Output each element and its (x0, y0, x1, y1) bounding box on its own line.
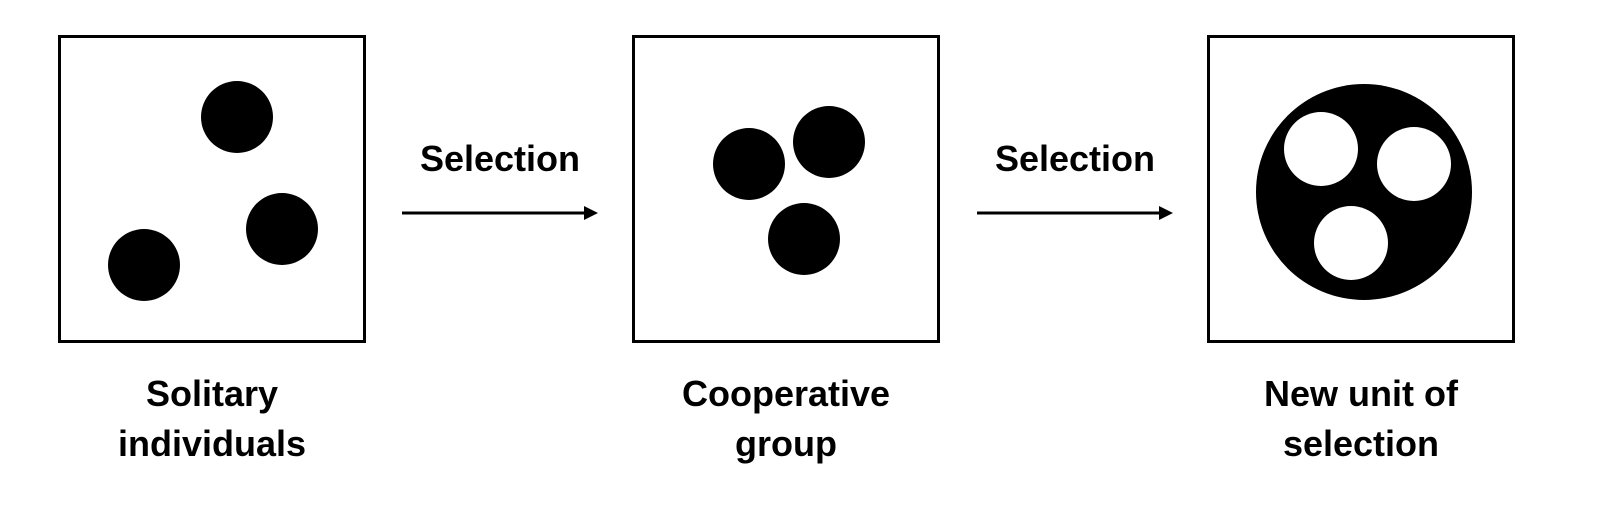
caption-line: individuals (117, 423, 307, 464)
right-arrow-icon (977, 206, 1173, 220)
stage-caption-cooperative: Cooperative group (606, 369, 966, 469)
individual-cell (246, 193, 318, 265)
right-arrow-icon (402, 206, 598, 220)
inner-member-cell (1284, 112, 1358, 186)
solitary-cells-graphic (108, 81, 318, 301)
inner-member-cell (1377, 127, 1451, 201)
caption-line: Cooperative (681, 373, 891, 414)
caption-line: selection (1282, 423, 1440, 464)
stage-caption-solitary: Solitary individuals (32, 369, 392, 469)
inner-member-cell (1314, 206, 1388, 280)
caption-line: New unit of (1264, 373, 1458, 414)
stage-panel-cooperative (632, 35, 940, 343)
caption-line: group (735, 423, 837, 464)
cooperative-group-graphic (713, 106, 865, 275)
group-member-cell (793, 106, 865, 178)
group-member-cell (713, 128, 785, 200)
transition-label: Selection (994, 138, 1156, 179)
group-member-cell (768, 203, 840, 275)
individual-cell (108, 229, 180, 301)
transition-label: Selection (419, 138, 581, 179)
stage-panel-solitary (58, 35, 366, 343)
caption-line: Solitary (145, 373, 279, 414)
new-unit-graphic (1256, 84, 1472, 300)
individual-cell (201, 81, 273, 153)
stage-caption-new-unit: New unit of selection (1181, 369, 1541, 469)
transition-selection-2: Selection (965, 135, 1185, 235)
stage-panel-new-unit (1207, 35, 1515, 343)
transition-selection-1: Selection (390, 135, 610, 235)
